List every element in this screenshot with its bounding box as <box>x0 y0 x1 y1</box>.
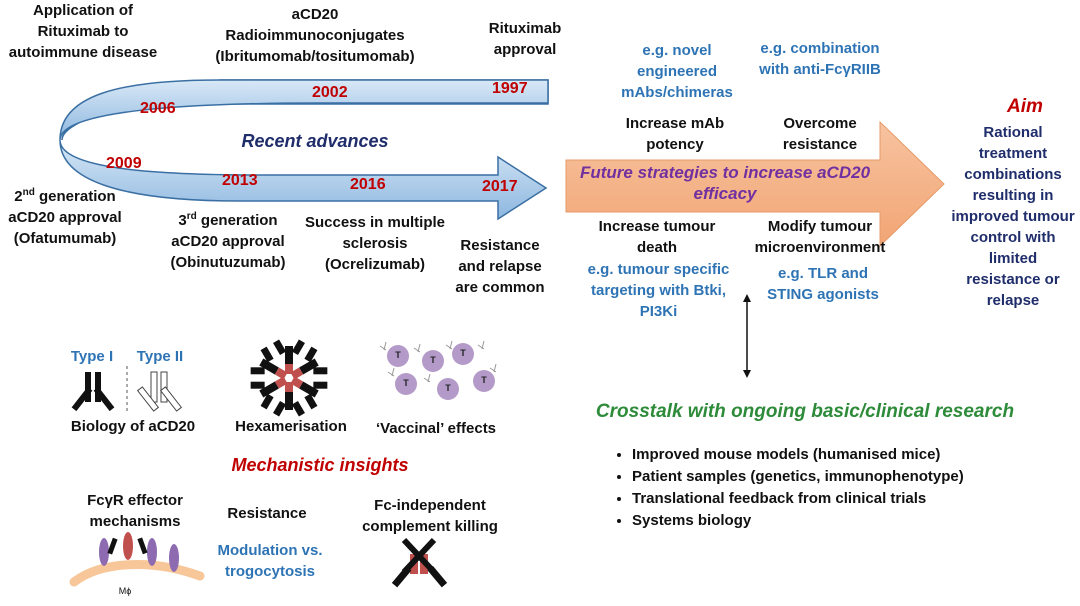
year-2013: 2013 <box>222 172 258 189</box>
crosstalk-title: Crosstalk with ongoing basic/clinical re… <box>595 401 1015 422</box>
event-1997-text: Rituximab approval <box>488 20 562 58</box>
year-2009: 2009 <box>106 155 142 172</box>
aim-text: Rational treatment combinations resultin… <box>951 124 1075 309</box>
hexamerisation-label: Hexamerisation <box>235 418 347 435</box>
mechanistic-title: Mechanistic insights <box>231 455 409 475</box>
future-bottom-left-label: Increase tumour death <box>598 218 716 256</box>
resistance-label: Resistance <box>227 505 307 522</box>
year-2002: 2002 <box>312 84 348 101</box>
future-bottom-right-label: Modify tumour microenvironment <box>754 218 886 256</box>
fcr-label: FcγR effector mechanisms <box>87 492 183 530</box>
timeline-arrow <box>59 79 549 221</box>
event-2013-text: 3rd generation aCD20 approval (Obinutuzu… <box>170 211 286 271</box>
aim-title: Aim <box>1007 96 1043 117</box>
tcell-label: T <box>481 375 487 385</box>
timeline-center-label: Recent advances <box>241 131 389 151</box>
event-2006-text: Application of Rituximab to autoimmune d… <box>8 2 158 61</box>
tcell-label: T <box>395 350 401 360</box>
crosstalk-item: Improved mouse models (humanised mice) <box>632 444 1072 466</box>
year-2016: 2016 <box>350 176 386 193</box>
future-bottom-left-example: e.g. tumour specific targeting with Btki… <box>587 261 730 320</box>
event-2002-text: aCD20 Radioimmunoconjugates (Ibritumomab… <box>215 6 415 65</box>
complement-antibody-icon <box>391 537 448 588</box>
tcell-label: T <box>403 378 409 388</box>
future-top-left-example: e.g. novel engineered mAbs/chimeras <box>621 42 733 101</box>
vaccinal-tcells-icon <box>379 340 497 400</box>
modulation-label: Modulation vs. trogocytosis <box>217 542 323 580</box>
future-top-right-example: e.g. combination with anti-FcγRIIB <box>759 40 881 78</box>
macrophage-membrane-icon <box>69 532 205 587</box>
future-top-left-label: Increase mAb potency <box>625 115 725 153</box>
event-2016-text: Success in multiple sclerosis (Ocrelizum… <box>304 214 446 273</box>
year-2006: 2006 <box>140 100 176 117</box>
complement-label: Fc-independent complement killing <box>362 497 498 535</box>
type-one-antibody-icon <box>71 372 115 412</box>
future-top-right-label: Overcome resistance <box>782 115 858 153</box>
crosstalk-item: Patient samples (genetics, immunophenoty… <box>632 466 1072 488</box>
type-two-antibody-icon <box>136 371 183 412</box>
event-2009-text: 2nd generation aCD20 approval (Ofatumuma… <box>8 187 122 247</box>
biology-label: Biology of aCD20 <box>70 418 196 435</box>
tcell-label: T <box>445 383 451 393</box>
type-one-label: Type I <box>70 348 114 365</box>
crosstalk-list: Improved mouse models (humanised mice) P… <box>612 444 1072 532</box>
hexamer-icon <box>247 339 331 417</box>
crosstalk-double-arrow <box>743 294 751 378</box>
tcell-label: T <box>430 355 436 365</box>
future-strategies-arrow <box>565 120 945 248</box>
year-2017: 2017 <box>482 178 518 195</box>
tcell-label: T <box>460 348 466 358</box>
event-2017-text: Resistance and relapse are common <box>455 237 545 296</box>
future-strategies-title: Future strategies to increase aCD20 effi… <box>579 163 871 203</box>
macrophage-label: Mϕ <box>118 586 132 596</box>
crosstalk-item: Translational feedback from clinical tri… <box>632 488 1072 510</box>
crosstalk-item: Systems biology <box>632 510 1072 532</box>
type-two-label: Type II <box>136 348 184 365</box>
vaccinal-label: ‘Vaccinal’ effects <box>375 420 497 437</box>
future-bottom-right-example: e.g. TLR and STING agonists <box>767 265 879 303</box>
year-1997: 1997 <box>492 80 528 97</box>
